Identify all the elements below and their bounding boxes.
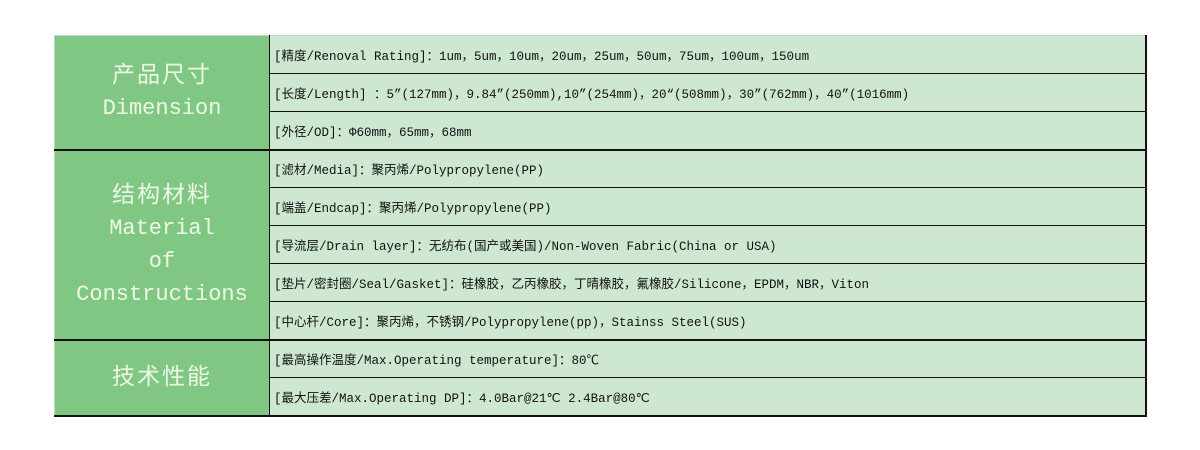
table-row: [垫片/密封圈/Seal/Gasket]：硅橡胶，乙丙橡胶，丁晴橡胶，氟橡胶/S… <box>55 263 1147 302</box>
table-row: 技术性能 [最高操作温度/Max.Operating temperature]：… <box>54 339 1147 417</box>
category-dimension: 产品尺寸 Dimension <box>54 35 270 151</box>
table-row: [最大压差/Max.Operating DP]：4.0Bar@21℃ 2.4Ba… <box>55 377 1147 417</box>
table-row: 产品尺寸 Dimension [精度/Renoval Rating]：1um，5… <box>54 35 1147 151</box>
spec-max-temperature: [最高操作温度/Max.Operating temperature]：80℃ <box>269 339 1147 378</box>
spec-outer-diameter: [外径/OD]：Φ60mm，65mm，68mm <box>269 111 1147 151</box>
spec-removal-rating: [精度/Renoval Rating]：1um，5um，10um，20um，25… <box>269 35 1147 74</box>
spec-length: [长度/Length] ：5”(127mm)，9.84”(250mm),10”(… <box>269 73 1147 112</box>
spec-drain-layer: [导流层/Drain layer]：无纺布(国产或美国)/Non-Woven F… <box>269 225 1147 264</box>
table-row: [中心杆/Core]：聚丙烯，不锈钢/Polypropylene(pp)，Sta… <box>55 301 1147 341</box>
category-performance: 技术性能 <box>54 339 270 417</box>
category-label-en-line-2: of <box>148 248 176 274</box>
category-materials: 结构材料 Material of Constructions <box>54 149 270 341</box>
table-row: [长度/Length] ：5”(127mm)，9.84”(250mm),10”(… <box>55 73 1147 112</box>
category-label-en: Dimension <box>102 96 222 122</box>
spec-endcap: [端盖/Endcap]：聚丙烯/Polypropylene(PP) <box>269 187 1147 226</box>
specification-table: 产品尺寸 Dimension [精度/Renoval Rating]：1um，5… <box>54 35 1147 417</box>
spec-max-dp: [最大压差/Max.Operating DP]：4.0Bar@21℃ 2.4Ba… <box>269 377 1147 417</box>
spec-seal-gasket: [垫片/密封圈/Seal/Gasket]：硅橡胶，乙丙橡胶，丁晴橡胶，氟橡胶/S… <box>269 263 1147 302</box>
spec-core: [中心杆/Core]：聚丙烯，不锈钢/Polypropylene(pp)，Sta… <box>269 301 1147 341</box>
table-row: 结构材料 Material of Constructions [滤材/Media… <box>54 149 1147 341</box>
category-label-zh: 结构材料 <box>112 181 212 208</box>
table-row: [导流层/Drain layer]：无纺布(国产或美国)/Non-Woven F… <box>55 225 1147 264</box>
category-label-zh: 技术性能 <box>112 364 212 390</box>
category-label-zh: 产品尺寸 <box>112 62 212 89</box>
table-row: [端盖/Endcap]：聚丙烯/Polypropylene(PP) <box>55 187 1147 226</box>
category-label-en-line-3: Constructions <box>76 281 248 307</box>
table-row: [外径/OD]：Φ60mm，65mm，68mm <box>55 111 1147 151</box>
spec-media: [滤材/Media]：聚丙烯/Polypropylene(PP) <box>269 149 1147 188</box>
category-label-en-line-1: Material <box>109 215 215 241</box>
